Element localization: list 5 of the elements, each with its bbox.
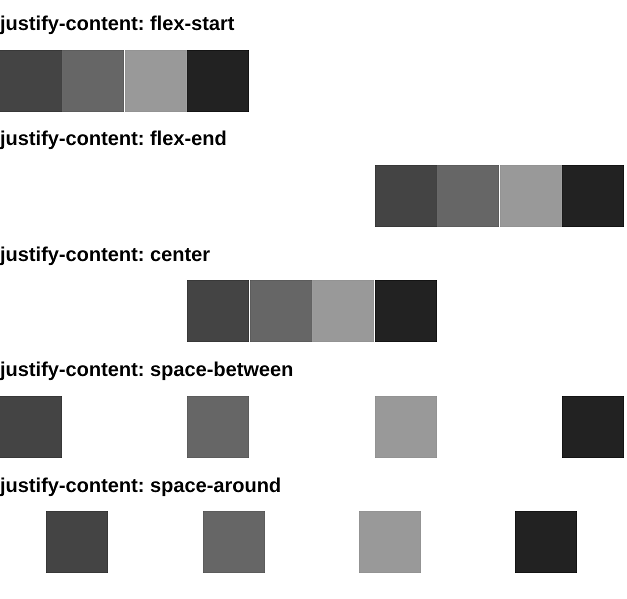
heading: justify-content: flex-start — [0, 12, 236, 36]
heading: justify-content: center — [0, 243, 212, 267]
heading: justify-content: flex-end — [0, 127, 228, 151]
heading: justify-content: space-between — [0, 358, 294, 382]
heading: justify-content: space-around — [0, 474, 282, 498]
